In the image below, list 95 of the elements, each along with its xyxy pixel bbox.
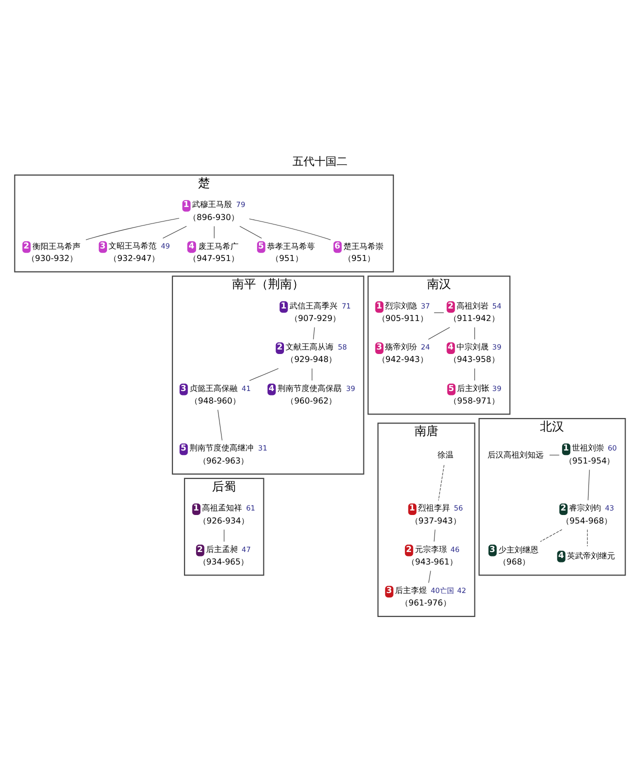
- connector: [438, 464, 444, 500]
- diagram-title: 五代十国二: [292, 154, 348, 168]
- node-label: （951）: [271, 252, 303, 263]
- node-box: 3: [488, 544, 497, 556]
- node-label: （943-958）: [448, 354, 500, 364]
- node-box: 2: [404, 544, 414, 556]
- node-label: （905-911）: [377, 312, 428, 322]
- connector: [86, 217, 180, 240]
- node-box: 2: [446, 300, 455, 312]
- node-label: （960-962）: [286, 394, 337, 405]
- node-box: 5: [447, 383, 456, 395]
- node-label: （961-976）: [400, 597, 451, 608]
- connector: [313, 326, 315, 340]
- node-label: 贞懿王高保融: [189, 382, 238, 392]
- connector: [540, 528, 562, 542]
- node-label: （937-943）: [410, 514, 461, 525]
- connector: [218, 409, 222, 440]
- node-box: 2: [276, 342, 284, 354]
- node-label: 少主刘继恩: [498, 544, 538, 554]
- node-box: 2: [559, 502, 568, 514]
- node-label: （896-930）: [188, 211, 240, 222]
- node-label: 殇帝刘玢: [385, 341, 418, 352]
- node-label: （929-948）: [286, 354, 337, 364]
- node-label: （926-934）: [198, 514, 249, 525]
- connector: [162, 225, 187, 238]
- node-label: （958-971）: [449, 394, 500, 405]
- node-label: 英武帝刘继元: [567, 550, 616, 560]
- node-label: 元宗李璟: [414, 543, 447, 554]
- node-label: 睿宗刘钧: [569, 502, 602, 512]
- node-label: 武信王高季兴: [290, 300, 338, 310]
- node-label: 废王马希广: [198, 240, 238, 251]
- node-label: （951）: [343, 252, 376, 263]
- connector: [588, 468, 590, 500]
- node-label: （930-932）: [27, 252, 78, 263]
- node-label: 恭孝王马希萼: [266, 240, 315, 251]
- node-box: 4: [557, 550, 566, 562]
- node-label: 武穆王马殷: [192, 198, 232, 209]
- node-label: 世祖刘崇: [572, 442, 604, 452]
- node-box: 1: [408, 502, 416, 514]
- connector: [434, 528, 436, 542]
- node-box: 2: [196, 544, 204, 556]
- node-box: 1: [192, 502, 200, 514]
- node-box: 6: [333, 240, 342, 252]
- node-box: 4: [446, 342, 455, 354]
- node-label: 烈祖李昪: [418, 502, 450, 512]
- node-box: 1: [562, 443, 570, 455]
- connector: [549, 454, 560, 455]
- connector: [474, 326, 475, 340]
- node-label: 高祖孟知祥: [202, 502, 242, 512]
- node-text: 后汉高祖刘知远: [487, 448, 544, 459]
- connector: [249, 368, 279, 380]
- connector: [428, 570, 431, 583]
- node-box: 1: [280, 300, 288, 312]
- node-text: 徐温: [437, 448, 454, 459]
- node-label: 楚王马希崇: [343, 240, 384, 251]
- node-box: 1: [182, 200, 191, 212]
- connector: [249, 218, 331, 240]
- node-label: （911-942）: [448, 312, 500, 322]
- node-label: 荆南节度使高保勗: [277, 382, 342, 392]
- connector: [240, 225, 262, 238]
- connector: [434, 312, 444, 313]
- node-label: 衡阳王马希声: [32, 240, 80, 251]
- node-box: 3: [180, 383, 188, 395]
- node-label: （943-961）: [407, 556, 458, 566]
- node-label: 后主孟昶: [206, 543, 238, 554]
- connector: [587, 528, 588, 546]
- node-label: 烈宗刘隐: [385, 300, 418, 310]
- node-box: 3: [385, 585, 394, 597]
- node-box: 3: [98, 240, 108, 252]
- node-label: （948-960）: [190, 394, 240, 405]
- node-label: 荆南节度使高继冲: [189, 442, 254, 452]
- connector: [474, 368, 475, 380]
- node-label: 中宗刘晟: [456, 341, 489, 352]
- node-box: 4: [187, 240, 196, 252]
- node-box: 2: [22, 240, 31, 252]
- node-label: （907-929）: [290, 312, 340, 322]
- node-label: （968）: [498, 556, 530, 566]
- node-box: 5: [257, 240, 266, 252]
- node-box: 1: [375, 300, 384, 312]
- node-box: 5: [180, 443, 188, 455]
- node-label: 后主李煜: [395, 584, 428, 595]
- node-label: 文献王高从诲: [286, 341, 334, 352]
- node-box: 3: [375, 342, 384, 354]
- node-label: （947-951）: [188, 252, 240, 263]
- node-label: （962-963）: [198, 454, 249, 465]
- node-label: （951-954）: [564, 454, 615, 465]
- node-box: 4: [268, 383, 276, 395]
- node-label: （934-965）: [198, 556, 249, 566]
- connector: [428, 326, 450, 340]
- node-label: 后主刘𬬮: [457, 382, 490, 392]
- node-label: 高祖刘岩: [456, 300, 489, 310]
- node-label: （954-968）: [562, 514, 612, 525]
- node-label: 文昭王马希范: [108, 240, 157, 250]
- node-label: （942-943）: [377, 354, 428, 364]
- node-label: （932-947）: [109, 252, 160, 263]
